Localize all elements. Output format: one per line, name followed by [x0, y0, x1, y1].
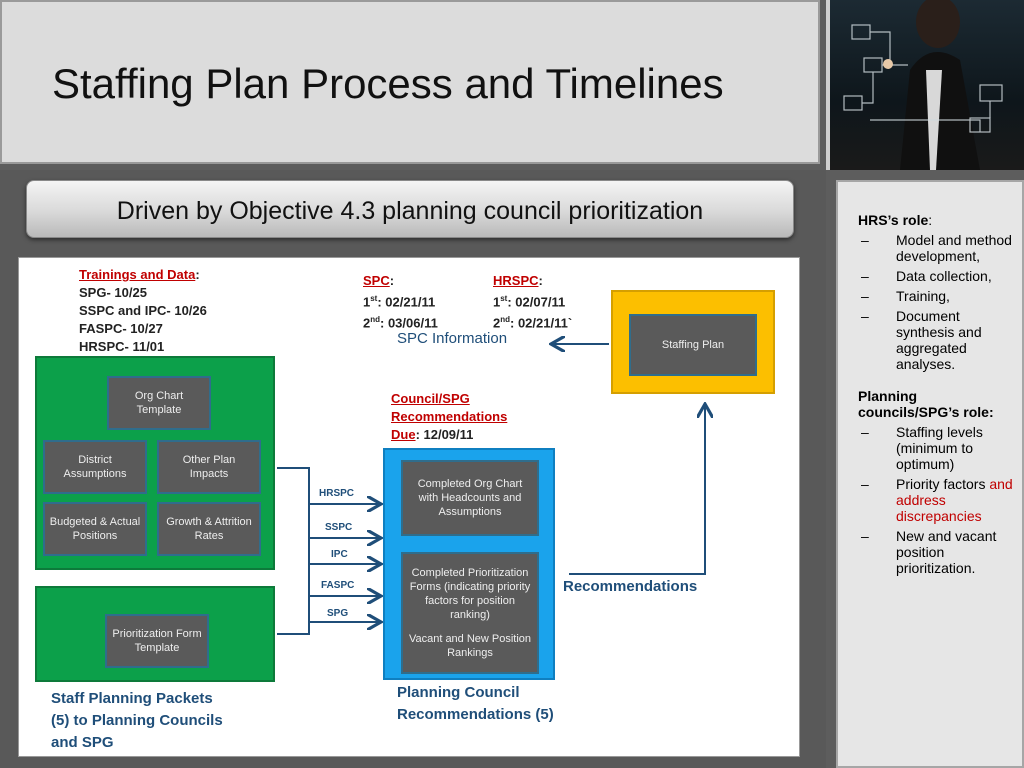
process-diagram: Trainings and Data: SPG- 10/25 SSPC and …: [18, 257, 800, 757]
ordinal-suffix: nd: [370, 315, 381, 325]
budgeted-actual-positions-box: Budgeted & Actual Positions: [43, 502, 147, 556]
ordinal: 1: [363, 294, 371, 310]
recommendations-label: Recommendations: [563, 578, 698, 595]
completed-prioritization-forms-box: Completed Prioritization Forms (indicati…: [401, 552, 539, 674]
hrspc-second-date: : 02/21/11`: [510, 315, 573, 331]
roles-sidebar: HRS’s role: – Model and method developmen…: [836, 180, 1024, 768]
ordinal-suffix: st: [500, 294, 508, 303]
caption-line: Staff Planning Packets: [51, 690, 213, 707]
spc-first-date: : 02/21/11: [377, 294, 436, 310]
council-caption: Planning Council Recommendations (5): [397, 682, 554, 726]
dash-icon: –: [861, 268, 869, 284]
hrspc-dates: HRSPC: 1st: 02/07/11 2nd: 02/21/11`: [493, 273, 573, 331]
colon: :: [928, 212, 933, 228]
training-date: SSPC and IPC- 10/26: [79, 303, 207, 318]
list-item-text: Priority factors: [896, 476, 990, 492]
businessman-photo: [826, 0, 1024, 170]
hrs-role-heading: HRS’s role:: [858, 212, 1016, 228]
dash-icon: –: [861, 476, 869, 492]
arrow-label-ipc: IPC: [331, 549, 348, 560]
planning-role-heading: Planning councils/SPG’s role:: [858, 388, 994, 420]
objective-banner: Driven by Objective 4.3 planning council…: [26, 180, 794, 238]
spc-information-label: SPC Information: [397, 330, 508, 347]
ordinal-suffix: st: [370, 294, 378, 303]
list-item-text: New and vacant position prioritization.: [896, 528, 997, 576]
caption-line: Recommendations (5): [397, 706, 554, 723]
arrow-label-hrspc: HRSPC: [319, 488, 355, 499]
dash-icon: –: [861, 424, 869, 440]
arrow-label-faspc: FASPC: [321, 580, 355, 591]
connector-arrows: [277, 258, 801, 635]
trainings-heading: Trainings and Data: [79, 267, 196, 282]
list-item-text: Model and method development,: [896, 232, 1012, 264]
spc-heading: SPC: [363, 273, 390, 288]
ordinal-suffix: nd: [500, 315, 511, 325]
due-label: Due: [391, 427, 416, 442]
staffing-plan-box: Staffing Plan: [629, 314, 757, 376]
packets-caption: Staff Planning Packets (5) to Planning C…: [51, 688, 223, 754]
council-heading-line2: Recommendations: [391, 409, 508, 424]
page-title: Staffing Plan Process and Timelines: [52, 60, 724, 107]
caption-line: Planning Council: [397, 684, 520, 701]
banner-text: Driven by Objective 4.3 planning council…: [116, 197, 704, 225]
dash-icon: –: [861, 308, 869, 324]
council-heading-line1: Council/SPG: [391, 391, 470, 406]
hrspc-first-date: : 02/07/11: [507, 294, 566, 310]
list-item: – Model and method development,: [858, 232, 1016, 264]
arrow-label-spg: SPG: [327, 608, 349, 619]
list-item-text: Document synthesis and aggregated analys…: [896, 308, 982, 372]
due-value: : 12/09/11: [415, 427, 474, 442]
caption-line: (5) to Planning Councils: [51, 712, 223, 729]
dash-icon: –: [861, 288, 869, 304]
arrow-label-sspc: SSPC: [325, 522, 353, 533]
district-assumptions-box: District Assumptions: [43, 440, 147, 494]
dash-icon: –: [861, 528, 869, 544]
council-due-date: Council/SPG Recommendations Due: 12/09/1…: [391, 390, 507, 444]
ordinal: 2: [363, 315, 371, 331]
org-chart-template-box: Org Chart Template: [107, 376, 211, 430]
list-item-highlight: and address discrepancies: [896, 476, 1013, 524]
list-item: – Priority factors and address discrepanc…: [858, 476, 1016, 524]
training-date: FASPC- 10/27: [79, 321, 163, 336]
list-item: – Training,: [858, 288, 1016, 304]
prioritization-packet: Prioritization Form Template: [35, 586, 275, 682]
growth-attrition-rates-box: Growth & Attrition Rates: [157, 502, 261, 556]
trainings-schedule: Trainings and Data: SPG- 10/25 SSPC and …: [79, 267, 207, 354]
prioritization-form-template-box: Prioritization Form Template: [105, 614, 209, 668]
staffing-plan-container: Staffing Plan: [611, 290, 775, 394]
list-item-text: Training,: [896, 288, 950, 304]
planning-council-output: Completed Org Chart with Headcounts and …: [383, 448, 555, 680]
other-plan-impacts-box: Other Plan Impacts: [157, 440, 261, 494]
training-date: HRSPC- 11/01: [79, 339, 165, 354]
prioritization-forms-text: Completed Prioritization Forms (indicati…: [409, 567, 531, 621]
hrs-role-label: HRS’s role: [858, 212, 929, 228]
list-item: – Staffing levels (minimum to optimum): [858, 424, 1016, 472]
spc-second-date: : 03/06/11: [380, 315, 438, 331]
completed-org-chart-box: Completed Org Chart with Headcounts and …: [401, 460, 539, 536]
ordinal: 2: [493, 315, 501, 331]
planning-role-list: – Staffing levels (minimum to optimum) – P…: [858, 424, 1016, 576]
list-item-text: Data collection,: [896, 268, 992, 284]
spc-dates: SPC: 1st: 02/21/11 2nd: 03/06/11: [363, 273, 438, 331]
title-area: Staffing Plan Process and Timelines: [0, 0, 820, 164]
list-item: – Document synthesis and aggregated analy…: [858, 308, 1016, 372]
flowchart-photo-icon: [843, 0, 1003, 170]
ordinal: 1: [493, 294, 501, 310]
hrspc-heading: HRSPC: [493, 273, 539, 288]
staff-planning-packet: Org Chart Template District Assumptions …: [35, 356, 275, 570]
vacant-new-rankings-text: Vacant and New Position Rankings: [408, 633, 532, 659]
dash-icon: –: [861, 232, 869, 248]
list-item: – New and vacant position prioritization.: [858, 528, 1016, 576]
caption-line: and SPG: [51, 734, 114, 751]
list-item: – Data collection,: [858, 268, 1016, 284]
training-date: SPG- 10/25: [79, 285, 147, 300]
list-item-text: Staffing levels (minimum to optimum): [896, 424, 983, 472]
hrs-role-list: – Model and method development, – Data col…: [858, 232, 1016, 372]
